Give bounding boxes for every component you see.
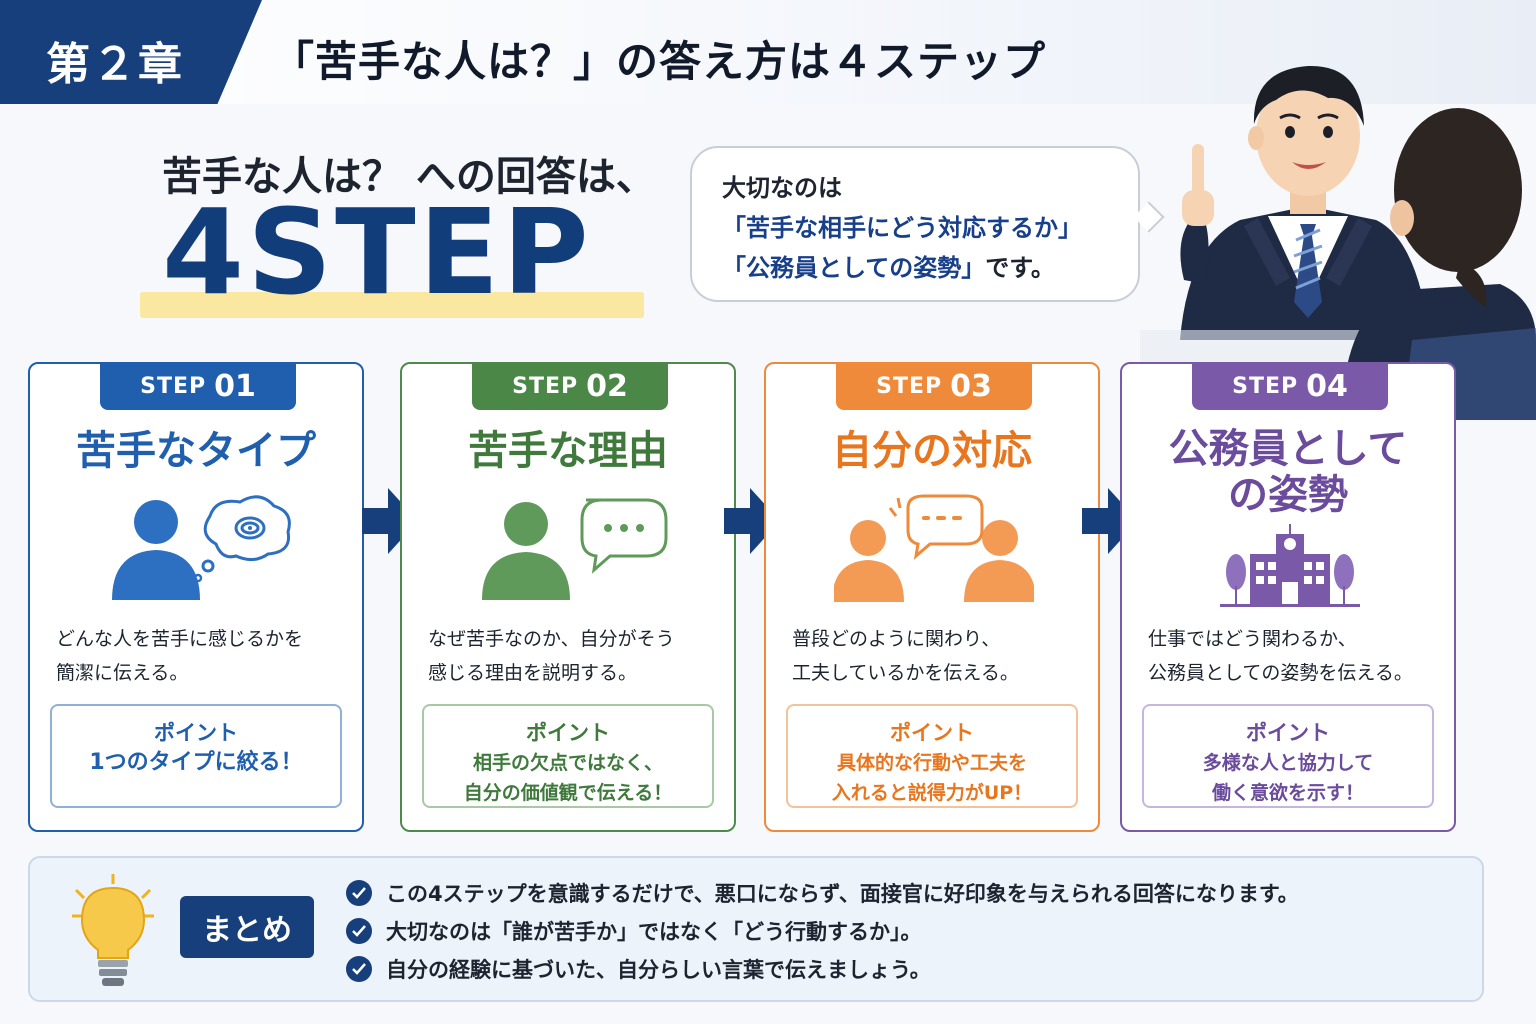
point-box-3: ポイント 具体的な行動や工夫を 入れると説得力がUP！ [786, 704, 1078, 808]
summary-item-text: 自分の経験に基づいた、自分らしい言葉で伝えましょう。 [386, 958, 931, 982]
step-tag-label: STEP [140, 373, 207, 399]
step-description-line: 簡潔に伝える。 [56, 662, 189, 684]
point-text: 相手の欠点ではなく、 [472, 752, 663, 774]
step-card-3: STEP 03 自分の対応 普段どのように関わり、 工夫しているかを伝える。 ポ… [764, 362, 1100, 832]
check-icon [346, 956, 372, 982]
point-text: 自分の価値観で伝える！ [463, 782, 673, 804]
step-title-line: 公務員として [1168, 426, 1408, 472]
page-title: 「苦手な人は？」の答え方は４ステップ [272, 37, 1047, 86]
point-text: 多様な人と協力して [1202, 752, 1374, 774]
step-tag-2: STEP 02 [472, 362, 668, 410]
step-tag-label: STEP [512, 373, 579, 399]
step-description-4: 仕事ではどう関わるか、 公務員としての姿勢を伝える。 [1148, 622, 1438, 690]
step-tag-number: 01 [214, 368, 256, 404]
step-tag-number: 02 [586, 368, 628, 404]
two-people-conversation-icon [832, 494, 1036, 614]
step-description-1: どんな人を苦手に感じるかを 簡潔に伝える。 [56, 622, 346, 690]
step-description-line: 普段どのように関わり、 [792, 628, 1001, 650]
point-label: ポイント [890, 721, 974, 745]
headline-big-block: 4STEP [140, 187, 644, 324]
step-card-1: STEP 01 苦手なタイプ どんな人を苦手に感じるかを 簡潔に伝える。 ポイン… [28, 362, 364, 832]
step-title-line: の姿勢 [1228, 472, 1348, 518]
step-card-2: STEP 02 苦手な理由 なぜ苦手なのか、自分がそう 感じる理由を説明する。 … [400, 362, 736, 832]
summary-item: この4ステップを意識するだけで、悪口にならず、面接官に好印象を与えられる回答にな… [346, 874, 1299, 912]
step-tag-1: STEP 01 [100, 362, 296, 410]
lightbulb-icon [68, 872, 158, 992]
summary-item-text: 大切なのは「誰が苦手か」ではなく「どう行動するか」。 [386, 920, 922, 944]
step-description-line: 感じる理由を説明する。 [428, 662, 638, 684]
point-text: 働く意欲を示す！ [1211, 782, 1364, 804]
step-title-4: 公務員として の姿勢 [1122, 426, 1454, 518]
point-text: 具体的な行動や工夫を [836, 752, 1027, 774]
step-tag-number: 03 [950, 368, 992, 404]
point-box-2: ポイント 相手の欠点ではなく、 自分の価値観で伝える！ [422, 704, 714, 808]
point-label: ポイント [154, 721, 238, 745]
bubble-line-1: 大切なのは [722, 174, 842, 202]
point-box-1: ポイント 1つのタイプに絞る！ [50, 704, 342, 808]
step-description-line: 公務員としての姿勢を伝える。 [1148, 662, 1413, 684]
chapter-label: 第２章 [46, 39, 184, 90]
step-description-line: 工夫しているかを伝える。 [792, 662, 1019, 684]
point-label: ポイント [1246, 721, 1330, 745]
step-description-2: なぜ苦手なのか、自分がそう 感じる理由を説明する。 [428, 622, 718, 690]
step-tag-4: STEP 04 [1192, 362, 1388, 410]
point-text: 1つのタイプに絞る！ [89, 750, 303, 775]
headline-4step: 4STEP [162, 183, 592, 321]
headline-highlight [140, 292, 644, 318]
person-thinking-icon [98, 494, 298, 614]
step-title-1: 苦手なタイプ [76, 428, 316, 474]
step-tag-3: STEP 03 [836, 362, 1032, 410]
point-box-4: ポイント 多様な人と協力して 働く意欲を示す！ [1142, 704, 1434, 808]
chapter-tab [0, 0, 262, 104]
bubble-line-3-accent: 「公務員としての姿勢」 [722, 254, 986, 282]
summary-list: この4ステップを意識するだけで、悪口にならず、面接官に好印象を与えられる回答にな… [346, 874, 1299, 988]
step-tag-number: 04 [1306, 368, 1348, 404]
bubble-line-3-tail: です。 [985, 254, 1055, 282]
step-arrow-1 [362, 488, 418, 554]
step-description-3: 普段どのように関わり、 工夫しているかを伝える。 [792, 622, 1082, 690]
step-tag-label: STEP [876, 373, 943, 399]
step-arrow-3 [1082, 488, 1138, 554]
step-description-line: どんな人を苦手に感じるかを [56, 628, 304, 650]
summary-label: まとめ [180, 896, 314, 958]
step-description-line: なぜ苦手なのか、自分がそう [428, 628, 675, 650]
summary-panel: まとめ この4ステップを意識するだけで、悪口にならず、面接官に好印象を与えられる… [28, 856, 1484, 1002]
person-speech-icon [470, 494, 670, 614]
speech-bubble: 大切なのは 「苦手な相手にどう対応するか」 「公務員としての姿勢」です。 [690, 146, 1140, 302]
check-icon [346, 918, 372, 944]
step-title-2: 苦手な理由 [468, 428, 668, 474]
government-building-icon [1190, 520, 1390, 610]
step-tag-label: STEP [1232, 373, 1299, 399]
step-title-3: 自分の対応 [832, 428, 1032, 474]
point-text: 入れると説得力がUP！ [831, 782, 1033, 804]
bubble-line-2: 「苦手な相手にどう対応するか」 [722, 214, 1082, 242]
step-arrow-2 [724, 488, 780, 554]
summary-item: 大切なのは「誰が苦手か」ではなく「どう行動するか」。 [346, 912, 1299, 950]
bubble-line-3: 「公務員としての姿勢」です。 [722, 248, 1108, 288]
summary-item: 自分の経験に基づいた、自分らしい言葉で伝えましょう。 [346, 950, 1299, 988]
headline-lead: 苦手な人は？ への回答は、 [162, 154, 656, 200]
check-icon [346, 880, 372, 906]
summary-item-text: この4ステップを意識するだけで、悪口にならず、面接官に好印象を与えられる回答にな… [386, 882, 1299, 906]
step-card-4: STEP 04 公務員として の姿勢 仕事ではどう関わるか、 [1120, 362, 1456, 832]
step-description-line: 仕事ではどう関わるか、 [1148, 628, 1357, 650]
point-label: ポイント [526, 721, 610, 745]
